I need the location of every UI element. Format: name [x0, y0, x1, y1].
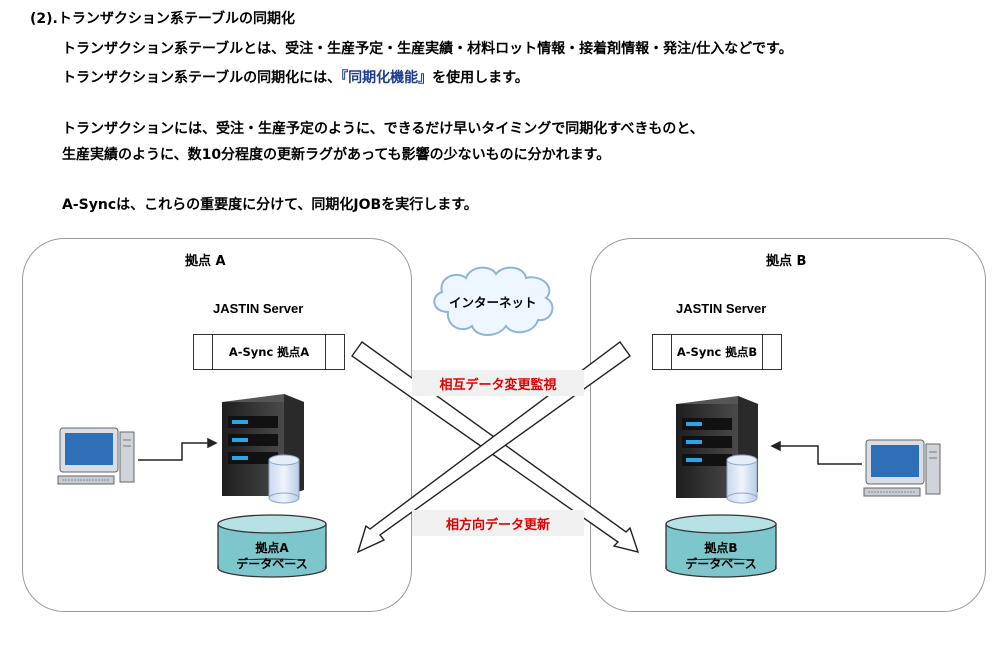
database-cylinder-icon: [726, 454, 758, 504]
band-bidirectional-update: 相方向データ更新: [412, 510, 584, 536]
site-a-async-box: A-Sync 拠点A: [193, 334, 345, 370]
site-a-async-label: A-Sync 拠点A: [228, 345, 310, 359]
site-b-label: 拠点 B: [766, 254, 807, 269]
description-line-2-post: を使用します。: [432, 70, 529, 86]
band-mutual-change-monitor: 相互データ変更監視: [412, 370, 584, 396]
description-line-3: トランザクションには、受注・生産予定のように、できるだけ早いタイミングで同期化す…: [62, 121, 704, 137]
site-a-db-name: 拠点A: [255, 541, 289, 555]
site-b-db-type: データベース: [685, 557, 757, 571]
site-b-container: [590, 238, 986, 612]
site-b-db-name: 拠点B: [704, 541, 738, 555]
internet-cloud-icon: [433, 266, 554, 336]
description-line-2-pre: トランザクション系テーブルの同期化には、: [62, 70, 342, 86]
pc-to-server-a-connector: [138, 437, 218, 461]
description-line-5: A-Syncは、これらの重要度に分けて、同期化JOBを実行します。: [62, 197, 478, 213]
site-a-database: [217, 514, 327, 578]
site-b-db-label: 拠点B データベース: [666, 540, 776, 572]
description-line-4: 生産実績のように、数10分程度の更新ラグがあっても影響の少ないものに分かれます。: [62, 147, 611, 163]
desktop-computer-icon: [57, 427, 135, 485]
site-b-async-label: A-Sync 拠点B: [676, 345, 758, 359]
site-a-server-label: JASTIN Server: [213, 301, 304, 316]
server-tower-icon: [222, 394, 304, 496]
site-b-async-box: A-Sync 拠点B: [652, 334, 782, 370]
pc-to-server-b-connector: [770, 440, 862, 465]
section-heading: (2).トランザクション系テーブルの同期化: [30, 11, 296, 27]
description-line-1: トランザクション系テーブルとは、受注・生産予定・生産実績・材料ロット情報・接着剤…: [62, 41, 793, 57]
site-a-label: 拠点 A: [185, 254, 226, 269]
site-a-db-label: 拠点A データベース: [218, 540, 326, 572]
database-cylinder-icon: [268, 454, 300, 504]
desktop-computer-icon: [863, 439, 941, 497]
cloud-label: インターネット: [449, 295, 537, 310]
site-a-container: [22, 238, 412, 612]
sync-feature-highlight: 『同期化機能』: [341, 70, 433, 86]
description-line-2: トランザクション系テーブルの同期化には、『同期化機能』を使用します。: [62, 69, 529, 87]
site-b-database: [665, 514, 777, 578]
site-b-server-label: JASTIN Server: [676, 301, 767, 316]
site-a-db-type: データベース: [236, 557, 308, 571]
